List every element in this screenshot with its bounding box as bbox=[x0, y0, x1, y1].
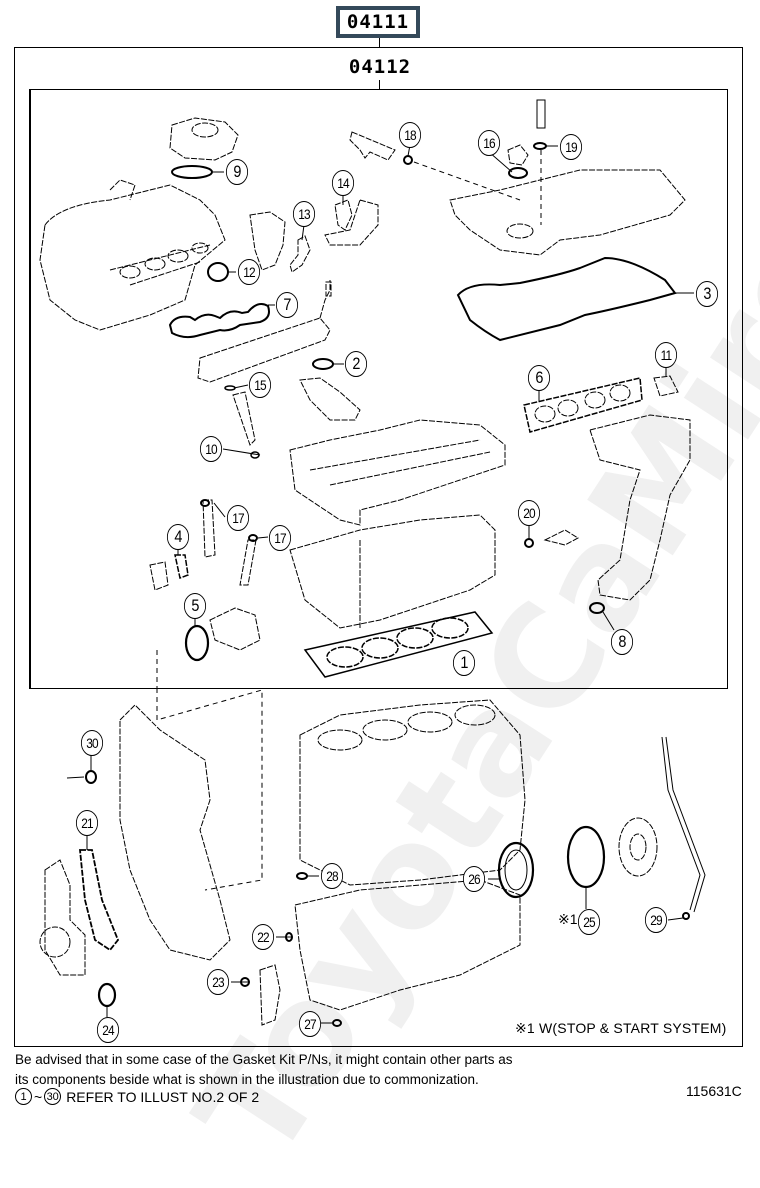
callout-30[interactable]: 30 bbox=[80, 730, 104, 756]
callout-27[interactable]: 27 bbox=[298, 1011, 322, 1037]
note-mark-25: ※1 bbox=[558, 911, 578, 927]
connector-line bbox=[379, 80, 380, 89]
valve-seal-1-drawing bbox=[200, 499, 210, 507]
sensor-13-drawing bbox=[289, 235, 311, 273]
timing-chain-cover-drawing bbox=[119, 704, 231, 961]
gasket-kit-04111-frame bbox=[14, 47, 743, 1047]
bracket-drawing bbox=[249, 211, 286, 271]
callout-19[interactable]: 19 bbox=[559, 134, 583, 160]
callout-10[interactable]: 10 bbox=[199, 436, 223, 462]
dipstick-guide-drawing bbox=[661, 736, 706, 913]
bolt-drawing bbox=[536, 99, 546, 129]
callout-17b[interactable]: 17 bbox=[268, 525, 292, 551]
kit-part-number-04111[interactable]: 04111 bbox=[336, 6, 420, 38]
oil-seal-5-drawing bbox=[184, 624, 210, 662]
exploded-engine-drawing bbox=[39, 99, 706, 1027]
flywheel-plate-drawing bbox=[618, 817, 658, 877]
injector-drawing bbox=[232, 391, 256, 446]
refer-note: 1 ~ 30 REFER TO ILLUST NO.2 OF 2 bbox=[15, 1088, 259, 1105]
callout-9[interactable]: 9 bbox=[225, 159, 249, 185]
illustration-id: 115631C bbox=[686, 1083, 742, 1099]
gasket-11-drawing bbox=[653, 375, 679, 397]
callout-6[interactable]: 6 bbox=[527, 365, 551, 391]
fuel-rail-drawing bbox=[197, 280, 332, 383]
callout-1[interactable]: 1 bbox=[452, 650, 476, 676]
callout-29[interactable]: 29 bbox=[644, 907, 668, 933]
bracket-2-drawing bbox=[299, 377, 361, 421]
callout-11[interactable]: 11 bbox=[654, 342, 678, 368]
callout-18[interactable]: 18 bbox=[398, 122, 422, 148]
refer-from-callout[interactable]: 1 bbox=[15, 1088, 32, 1105]
water-pump-drawing bbox=[44, 859, 86, 976]
o-ring-29-drawing bbox=[682, 912, 690, 920]
part-4-drawing bbox=[174, 554, 189, 580]
head-gasket-1-drawing bbox=[303, 611, 494, 678]
connector-line bbox=[379, 38, 380, 47]
water-outlet-drawing bbox=[209, 607, 261, 651]
gasket-27-drawing bbox=[332, 1019, 342, 1027]
exhaust-gasket-6-drawing bbox=[523, 377, 643, 433]
oil-filler-cap-drawing bbox=[507, 144, 529, 166]
camshaft-housing-drawing bbox=[289, 419, 506, 526]
callout-20[interactable]: 20 bbox=[517, 500, 541, 526]
cylinder-head-cover-drawing bbox=[449, 169, 686, 256]
cylinder-head-drawing bbox=[289, 514, 496, 629]
callout-25[interactable]: 25 bbox=[577, 909, 601, 935]
callout-17a[interactable]: 17 bbox=[226, 505, 250, 531]
callout-5[interactable]: 5 bbox=[183, 593, 207, 619]
callout-4[interactable]: 4 bbox=[166, 524, 190, 550]
callout-3[interactable]: 3 bbox=[695, 281, 719, 307]
sensor-14-drawing bbox=[324, 199, 379, 246]
refer-tilde: ~ bbox=[34, 1088, 43, 1105]
callout-24[interactable]: 24 bbox=[96, 1017, 120, 1043]
callout-2[interactable]: 2 bbox=[344, 351, 368, 377]
callout-26[interactable]: 26 bbox=[462, 866, 486, 892]
disclaimer-line-2: its components beside what is shown in t… bbox=[15, 1072, 479, 1087]
callout-13[interactable]: 13 bbox=[292, 201, 316, 227]
oil-seal-26-drawing bbox=[497, 841, 535, 899]
throttle-body-drawing bbox=[169, 117, 239, 161]
kit-part-number-label: 04111 bbox=[346, 11, 410, 33]
gasket-7-drawing bbox=[168, 303, 270, 339]
callout-8[interactable]: 8 bbox=[610, 629, 634, 655]
refer-to-callout[interactable]: 30 bbox=[44, 1088, 62, 1105]
exhaust-manifold-drawing bbox=[589, 414, 691, 601]
callout-21[interactable]: 21 bbox=[75, 810, 99, 836]
oil-pan-drawing bbox=[294, 879, 521, 1011]
kit-part-number-04112[interactable]: 04112 bbox=[348, 56, 412, 78]
leader-lines bbox=[86, 144, 694, 1024]
callout-15[interactable]: 15 bbox=[248, 372, 272, 398]
water-pump-gasket-21-drawing bbox=[79, 849, 120, 952]
oil-pump-drawing bbox=[259, 964, 281, 1026]
sensor-20-drawing bbox=[543, 529, 580, 546]
callout-7[interactable]: 7 bbox=[275, 292, 299, 318]
disclaimer-line-1: Be advised that in some case of the Gask… bbox=[15, 1052, 513, 1067]
valve-1-drawing bbox=[202, 499, 216, 558]
intake-manifold-drawing bbox=[39, 179, 226, 331]
callout-14[interactable]: 14 bbox=[331, 170, 355, 196]
callout-16[interactable]: 16 bbox=[477, 130, 501, 156]
oil-seal-24-drawing bbox=[97, 982, 117, 1008]
gasket-16-drawing bbox=[508, 167, 528, 179]
callout-12[interactable]: 12 bbox=[237, 259, 261, 285]
stop-start-note: ※1 W(STOP & START SYSTEM) bbox=[515, 1020, 727, 1036]
callout-22[interactable]: 22 bbox=[251, 924, 275, 950]
valve-seal-2-drawing bbox=[248, 534, 258, 542]
callout-28[interactable]: 28 bbox=[320, 863, 344, 889]
refer-text: REFER TO ILLUST NO.2 OF 2 bbox=[66, 1088, 260, 1105]
gasket-kit-04112-frame bbox=[29, 89, 728, 689]
sensor-18-drawing bbox=[349, 131, 396, 161]
callout-23[interactable]: 23 bbox=[206, 969, 230, 995]
gasket-8-drawing bbox=[589, 602, 605, 614]
